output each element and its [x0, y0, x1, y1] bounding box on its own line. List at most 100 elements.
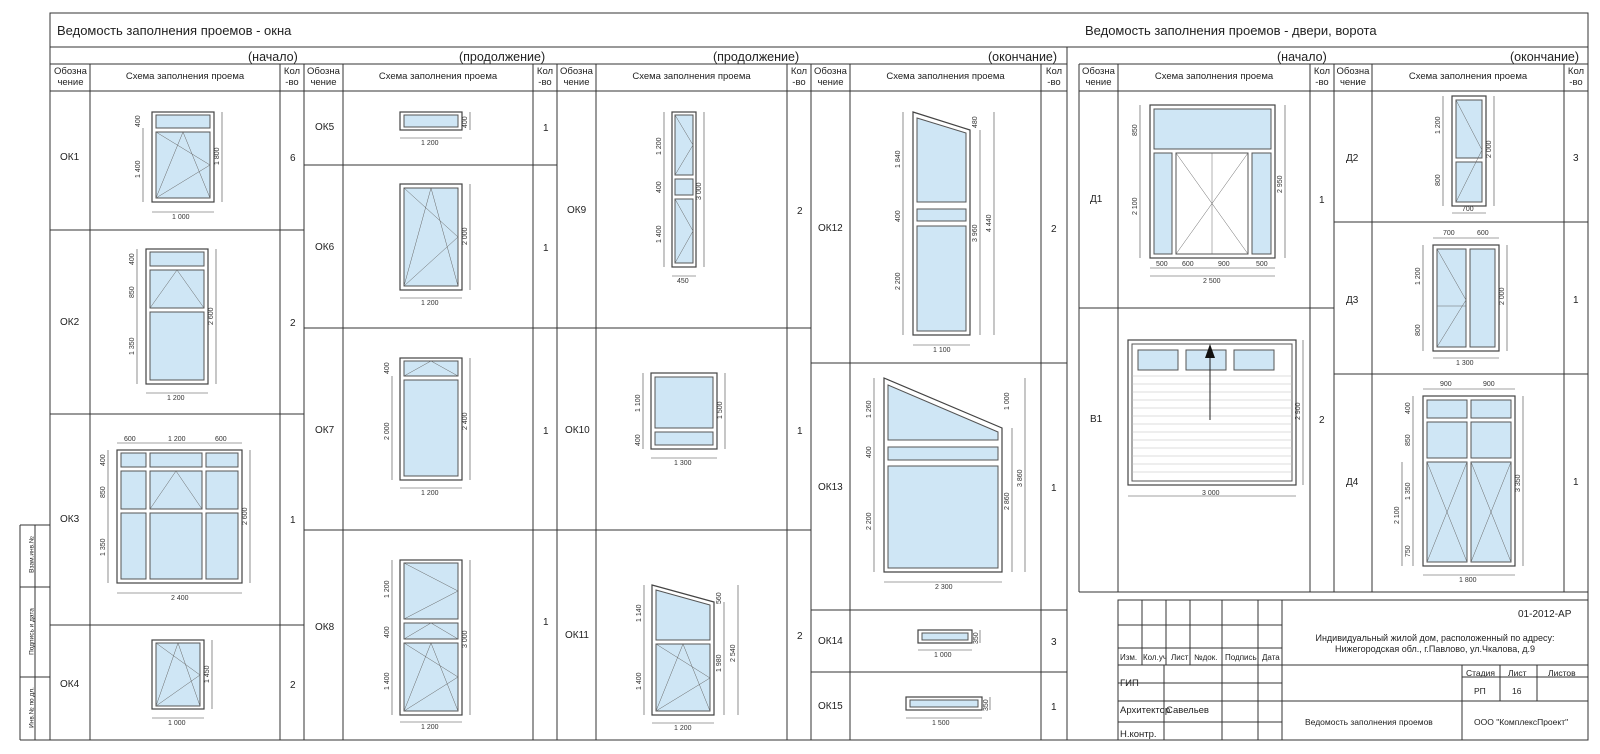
dim-label: 1 200: [1435, 116, 1442, 134]
dim-label: 500: [1156, 261, 1168, 268]
opening-count: 1: [797, 426, 803, 437]
stamp-sheets-label: Листов: [1548, 668, 1576, 678]
dim-label: 1 000: [168, 720, 186, 727]
dim-label: 1 200: [674, 725, 692, 732]
dim-label: 1 140: [636, 604, 643, 622]
dim-label: 450: [677, 278, 689, 285]
dim-label: 2 100: [1394, 506, 1401, 524]
dim-label: 1 980: [716, 654, 723, 672]
dim-label: 3 960: [972, 224, 979, 242]
stamp-col: Лист: [1171, 653, 1189, 662]
dim-label: 900: [1483, 381, 1495, 388]
dim-label: 2 000: [462, 227, 469, 245]
stamp-col: №док.: [1194, 653, 1218, 662]
dim-label: 1 800: [1459, 577, 1477, 584]
stamp-architect-label: Архитектор: [1120, 705, 1171, 716]
dim-label: 1 200: [384, 580, 391, 598]
dim-label: 1 400: [636, 672, 643, 690]
opening-count: 2: [290, 680, 296, 691]
dim-label: 350: [973, 632, 980, 644]
drawing-d4: [1401, 388, 1524, 576]
dim-label: 850: [1132, 124, 1139, 136]
stamp-col: Подпись: [1225, 653, 1257, 662]
drawing-ok13: [873, 377, 1026, 583]
dim-label: 2 540: [730, 644, 737, 662]
dim-label: 400: [129, 253, 136, 265]
dim-label: 850: [1405, 434, 1412, 446]
header-scheme: Схема заполнения проема: [886, 71, 1005, 82]
header-scheme: Схема заполнения проема: [1154, 71, 1274, 82]
opening-count: 1: [1573, 477, 1579, 488]
dim-label: 1 300: [1456, 360, 1474, 367]
windows-title: Ведомость заполнения проемов - окна: [57, 23, 292, 38]
opening-code: Д3: [1346, 295, 1359, 306]
drawing-ok12: [902, 111, 995, 346]
stamp-stage-label: Стадия: [1466, 668, 1495, 678]
continuation-label: (продолжение): [459, 50, 546, 64]
dim-label: 2 500: [1203, 278, 1221, 285]
opening-code: ОК12: [818, 223, 843, 234]
opening-count: 2: [290, 318, 296, 329]
dim-label: 400: [384, 626, 391, 638]
dim-label: 1 200: [168, 436, 186, 443]
dim-label: 2 300: [935, 584, 953, 591]
continuation-label: (начало): [1277, 50, 1327, 64]
opening-count: 1: [1319, 195, 1325, 206]
header-count: Кол-во: [536, 66, 554, 88]
opening-count: 1: [1051, 702, 1057, 713]
header-scheme: Схема заполнения проема: [632, 71, 751, 82]
header-count: Кол-во: [790, 66, 808, 88]
dim-label: 400: [895, 210, 902, 222]
dim-label: 3 350: [1515, 474, 1522, 492]
dim-label: 2 400: [462, 412, 469, 430]
drawing-ok11: [643, 584, 739, 724]
opening-count: 3: [1573, 153, 1579, 164]
dim-label: 800: [1415, 324, 1422, 336]
dim-label: 1 200: [421, 490, 439, 497]
dim-label: 1 260: [866, 400, 873, 418]
opening-code: ОК9: [567, 205, 587, 216]
opening-code: ОК4: [60, 679, 80, 690]
dim-label: 3 000: [1202, 490, 1220, 497]
sheet-title: Ведомость заполнения проемов: [1305, 717, 1433, 727]
opening-code: ОК14: [818, 636, 843, 647]
stamp-col: Дата: [1262, 653, 1280, 662]
drawing-ok1: [142, 111, 223, 213]
drawing-ok4: [151, 639, 213, 719]
header-count: Кол-во: [1313, 66, 1331, 88]
opening-code: В1: [1090, 414, 1103, 425]
continuation-label: (окончание): [988, 50, 1058, 64]
dim-label: 1 840: [895, 150, 902, 168]
opening-count: 2: [1319, 415, 1325, 426]
drawing-v1: [1127, 339, 1304, 497]
dim-label: 1 000: [172, 214, 190, 221]
opening-count: 2: [797, 631, 803, 642]
dim-label: 800: [1435, 174, 1442, 186]
dim-label: 2 000: [384, 422, 391, 440]
dim-label: 1 400: [384, 672, 391, 690]
dim-label: 400: [635, 434, 642, 446]
opening-code: ОК1: [60, 152, 80, 163]
dim-label: 1 100: [933, 347, 951, 354]
dim-label: 1 500: [932, 720, 950, 727]
dim-label: 1 100: [635, 394, 642, 412]
dim-label: 560: [716, 592, 723, 604]
stamp-col: Кол.уч: [1143, 653, 1167, 662]
opening-code: Д1: [1090, 194, 1103, 205]
dim-label: 3 000: [696, 182, 703, 200]
doors-title: Ведомость заполнения проемов - двери, во…: [1085, 23, 1377, 38]
drawing-ok15: [905, 696, 991, 719]
opening-code: ОК11: [565, 630, 589, 641]
dim-label: 2 900: [1295, 402, 1302, 420]
drawing-ok9: [663, 111, 705, 277]
drawing-d3: [1422, 237, 1508, 359]
dim-label: 1 200: [421, 300, 439, 307]
doc-code: 01-2012-АР: [1518, 609, 1572, 620]
dim-label: 900: [1218, 261, 1230, 268]
opening-count: 1: [543, 243, 549, 254]
dim-label: 350: [983, 699, 990, 711]
dim-label: 1 000: [934, 652, 952, 659]
opening-code: ОК15: [818, 701, 843, 712]
opening-code: ОК7: [315, 425, 335, 436]
